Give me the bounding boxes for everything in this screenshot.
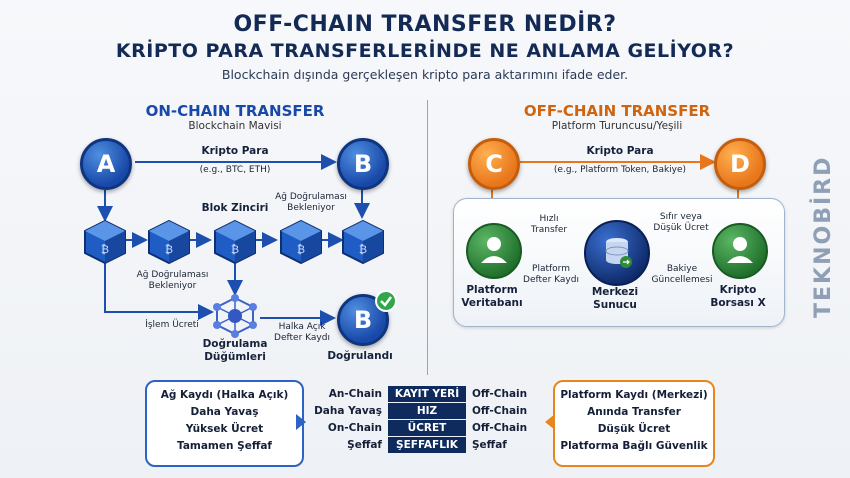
offchain-title: OFF-CHAIN TRANSFER bbox=[523, 102, 711, 120]
onchain-arrow-label: Kripto Para bbox=[201, 145, 269, 157]
block-chain-label: Blok Zinciri bbox=[201, 202, 269, 214]
mid-right-item: Şeffaf bbox=[472, 439, 507, 451]
page-subtitle: Blockchain dışında gerçekleşen kripto pa… bbox=[221, 67, 629, 82]
cube-icon: ₿ bbox=[342, 219, 384, 265]
mid-left-item: On-Chain bbox=[327, 422, 382, 434]
mid-right-item: Off-Chain bbox=[472, 422, 528, 434]
block-cube-5: ₿ bbox=[340, 218, 386, 268]
block-cube-4: ₿ bbox=[278, 218, 324, 268]
block-cube-1: ₿ bbox=[82, 218, 128, 268]
mid-left-item: An-Chain bbox=[328, 388, 382, 400]
onchain-subtitle: Blockchain Mavisi bbox=[188, 120, 282, 132]
verified-label: Doğrulandı bbox=[327, 350, 393, 362]
offchain-summary-item: Platform Kaydı (Merkezi) bbox=[560, 389, 708, 401]
label-speed: HIZ bbox=[388, 403, 466, 419]
svg-text:₿: ₿ bbox=[231, 243, 239, 256]
section-divider bbox=[427, 100, 428, 375]
brand-logo: TEKNOBİRD bbox=[808, 150, 838, 320]
mid-right-column: Off-Chain Off-Chain Off-Chain Şeffaf bbox=[472, 386, 547, 454]
page-title-line2: KRİPTO PARA TRANSFERLERİNDE NE ANLAMA GE… bbox=[115, 40, 735, 62]
check-icon bbox=[375, 290, 397, 312]
cube-icon: ₿ bbox=[84, 219, 126, 265]
onchain-summary-item: Yüksek Ücret bbox=[185, 423, 264, 435]
ledger-label: Halka Açık Defter Kaydı bbox=[274, 322, 330, 343]
onchain-summary-item: Tamamen Şeffaf bbox=[177, 440, 272, 452]
exchange-label: Kripto Borsası X bbox=[710, 284, 766, 309]
svg-text:₿: ₿ bbox=[165, 243, 173, 256]
pending-right-label: Ağ Doğrulaması Bekleniyor bbox=[275, 192, 347, 213]
database-icon bbox=[605, 238, 632, 268]
pointer-right bbox=[545, 414, 555, 430]
offchain-summary-item: Anında Transfer bbox=[587, 406, 681, 418]
mid-left-item: Şeffaf bbox=[347, 439, 382, 451]
label-record: KAYIT YERİ bbox=[388, 386, 466, 402]
pointer-left bbox=[296, 414, 306, 430]
user-exchange-node bbox=[712, 223, 768, 279]
validators-label: Doğrulama Düğümleri bbox=[202, 338, 268, 363]
svg-text:₿: ₿ bbox=[359, 243, 367, 256]
balance-update-label: Bakiye Güncellemesi bbox=[651, 264, 713, 285]
user-icon bbox=[481, 237, 507, 263]
onchain-summary-item: Daha Yavaş bbox=[190, 406, 259, 418]
page-title-line1: OFF-CHAIN TRANSFER NEDİR? bbox=[233, 12, 617, 37]
label-fee: ÜCRET bbox=[388, 420, 466, 436]
server-label: Merkezi Sunucu bbox=[591, 286, 639, 311]
node-c: C bbox=[468, 138, 520, 190]
db-label: Platform Veritabanı bbox=[461, 284, 523, 309]
validator-network bbox=[209, 292, 261, 342]
network-icon bbox=[213, 294, 257, 338]
svg-text:₿: ₿ bbox=[101, 243, 109, 256]
block-cube-2: ₿ bbox=[146, 218, 192, 268]
offchain-arrow-sub: (e.g., Platform Token, Bakiye) bbox=[553, 165, 687, 175]
pending-left-label: Ağ Doğrulaması Bekleniyor bbox=[136, 270, 209, 291]
label-transparency: ŞEFFAFLIK bbox=[388, 437, 466, 453]
platform-ledger-label: Platform Defter Kaydı bbox=[523, 264, 579, 285]
onchain-summary-item: Ağ Kaydı (Halka Açık) bbox=[160, 389, 289, 401]
block-cube-3: ₿ bbox=[212, 218, 258, 268]
brand-text: TEKNOBİRD bbox=[810, 156, 836, 318]
offchain-summary-box: Platform Kaydı (Merkezi) Anında Transfer… bbox=[553, 380, 715, 467]
mid-right-item: Off-Chain bbox=[472, 388, 528, 400]
onchain-title: ON-CHAIN TRANSFER bbox=[145, 102, 325, 120]
server-node bbox=[584, 220, 650, 286]
offchain-arrow-label: Kripto Para bbox=[586, 145, 654, 157]
offchain-summary-item: Platforma Bağlı Güvenlik bbox=[560, 440, 708, 452]
offchain-summary-item: Düşük Ücret bbox=[597, 423, 671, 435]
cube-icon: ₿ bbox=[214, 219, 256, 265]
mid-right-item: Off-Chain bbox=[472, 405, 528, 417]
mid-labels: KAYIT YERİ HIZ ÜCRET ŞEFFAFLIK bbox=[388, 386, 466, 454]
node-d: D bbox=[714, 138, 766, 190]
mid-left-column: An-Chain Daha Yavaş On-Chain Şeffaf bbox=[310, 386, 382, 454]
node-a: A bbox=[80, 138, 132, 190]
cube-icon: ₿ bbox=[280, 219, 322, 265]
zero-fee-label: Sıfır veya Düşük Ücret bbox=[653, 212, 709, 233]
svg-text:₿: ₿ bbox=[297, 243, 305, 256]
user-icon bbox=[727, 237, 753, 263]
node-b: B bbox=[337, 138, 389, 190]
fast-transfer-label: Hızlı Transfer bbox=[530, 214, 568, 235]
fee-label: İşlem Ücreti bbox=[145, 320, 199, 330]
offchain-subtitle: Platform Turuncusu/Yeşili bbox=[551, 120, 683, 132]
cube-icon: ₿ bbox=[148, 219, 190, 265]
onchain-summary-box: Ağ Kaydı (Halka Açık) Daha Yavaş Yüksek … bbox=[145, 380, 304, 467]
onchain-arrow-sub: (e.g., BTC, ETH) bbox=[199, 165, 271, 175]
user-db-node bbox=[466, 223, 522, 279]
mid-left-item: Daha Yavaş bbox=[314, 405, 382, 417]
